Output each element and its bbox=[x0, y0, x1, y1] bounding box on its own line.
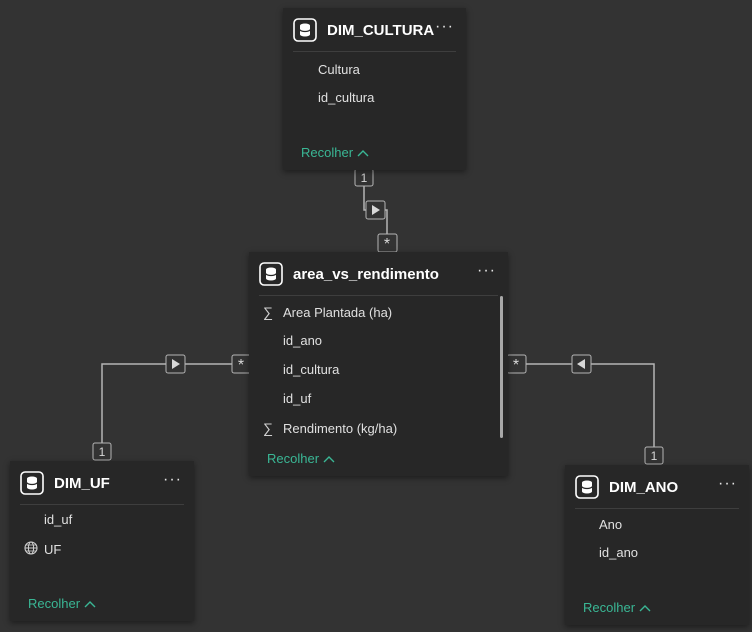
collapse-button[interactable]: Recolher bbox=[267, 451, 335, 466]
collapse-button[interactable]: Recolher bbox=[583, 600, 651, 615]
field-label: id_ano bbox=[283, 333, 323, 348]
table-card-dim-cultura[interactable]: DIM_CULTURA ··· Cultura id_cultura Recol… bbox=[283, 8, 466, 170]
header-divider bbox=[293, 51, 456, 52]
collapse-label: Recolher bbox=[583, 600, 636, 615]
table-card-header[interactable]: DIM_ANO bbox=[565, 465, 749, 509]
collapse-label: Recolher bbox=[301, 145, 354, 160]
field-row[interactable]: id_ano bbox=[263, 333, 322, 348]
field-label: Cultura bbox=[318, 62, 360, 77]
cardinality-many-marker: * bbox=[377, 233, 398, 253]
field-label: UF bbox=[44, 542, 62, 557]
collapse-button[interactable]: Recolher bbox=[28, 596, 96, 611]
table-icon bbox=[293, 18, 317, 42]
field-label: id_uf bbox=[283, 391, 312, 406]
header-divider bbox=[575, 508, 739, 509]
field-label: Area Plantada (ha) bbox=[283, 304, 393, 320]
field-row[interactable]: id_cultura bbox=[263, 362, 339, 377]
header-divider bbox=[20, 504, 184, 505]
more-options-icon[interactable]: ··· bbox=[477, 262, 496, 279]
field-row[interactable]: ∑ Area Plantada (ha) bbox=[263, 304, 392, 320]
more-options-icon[interactable]: ··· bbox=[163, 471, 182, 488]
field-row[interactable]: id_uf bbox=[24, 512, 72, 527]
sum-icon: ∑ bbox=[263, 420, 273, 436]
relationship-line-uf[interactable] bbox=[101, 363, 248, 443]
chevron-up-icon bbox=[357, 145, 369, 160]
chevron-up-icon bbox=[84, 596, 96, 611]
svg-text:*: * bbox=[384, 236, 390, 253]
collapse-label: Recolher bbox=[267, 451, 320, 466]
table-title: DIM_UF bbox=[54, 474, 110, 492]
field-label: id_ano bbox=[599, 545, 639, 560]
table-card-header[interactable]: DIM_CULTURA bbox=[283, 8, 466, 52]
field-row[interactable]: Ano bbox=[599, 517, 622, 532]
cardinality-one-marker: 1 bbox=[354, 168, 374, 187]
filter-direction-arrow-icon bbox=[365, 200, 386, 220]
svg-text:1: 1 bbox=[99, 445, 106, 459]
field-label: id_cultura bbox=[318, 90, 375, 105]
svg-text:1: 1 bbox=[361, 171, 368, 185]
header-divider bbox=[259, 295, 498, 296]
filter-direction-arrow-icon bbox=[165, 354, 186, 374]
cardinality-many-marker: * bbox=[506, 354, 527, 374]
svg-text:*: * bbox=[513, 357, 519, 374]
table-card-area-vs-rendimento[interactable]: area_vs_rendimento ··· ∑ Area Plantada (… bbox=[249, 252, 508, 476]
chevron-up-icon bbox=[323, 451, 335, 466]
more-options-icon[interactable]: ··· bbox=[435, 18, 454, 35]
relationship-line-ano[interactable] bbox=[507, 363, 655, 448]
field-label: Rendimento (kg/ha) bbox=[283, 420, 398, 436]
cardinality-one-marker: 1 bbox=[92, 442, 112, 461]
collapse-button[interactable]: Recolher bbox=[301, 145, 369, 160]
table-card-dim-ano[interactable]: DIM_ANO ··· Ano id_ano Recolher bbox=[565, 465, 749, 625]
chevron-up-icon bbox=[639, 600, 651, 615]
field-label: id_cultura bbox=[283, 362, 340, 377]
table-title: area_vs_rendimento bbox=[293, 265, 439, 283]
scrollbar[interactable] bbox=[500, 296, 503, 438]
field-label: id_uf bbox=[44, 512, 73, 527]
more-options-icon[interactable]: ··· bbox=[718, 475, 737, 492]
table-icon bbox=[20, 471, 44, 495]
field-label: Ano bbox=[599, 517, 623, 532]
table-title: DIM_CULTURA bbox=[327, 21, 435, 39]
table-icon bbox=[259, 262, 283, 286]
field-row[interactable]: ∑ Rendimento (kg/ha) bbox=[263, 420, 397, 436]
globe-icon bbox=[24, 541, 44, 558]
field-row[interactable]: id_uf bbox=[263, 391, 311, 406]
field-row[interactable]: id_cultura bbox=[318, 90, 374, 105]
filter-direction-arrow-icon bbox=[571, 354, 592, 374]
field-row[interactable]: id_ano bbox=[599, 545, 638, 560]
table-card-dim-uf[interactable]: DIM_UF ··· id_uf UF Recolher bbox=[10, 461, 194, 621]
svg-text:1: 1 bbox=[651, 449, 658, 463]
cardinality-one-marker: 1 bbox=[644, 446, 664, 465]
field-row[interactable]: Cultura bbox=[318, 62, 360, 77]
collapse-label: Recolher bbox=[28, 596, 81, 611]
table-card-header[interactable]: DIM_UF bbox=[10, 461, 194, 505]
table-card-header[interactable]: area_vs_rendimento bbox=[249, 252, 508, 296]
svg-text:*: * bbox=[238, 357, 244, 374]
table-icon bbox=[575, 475, 599, 499]
table-title: DIM_ANO bbox=[609, 478, 679, 496]
field-row[interactable]: UF bbox=[24, 541, 61, 558]
sum-icon: ∑ bbox=[263, 304, 273, 320]
